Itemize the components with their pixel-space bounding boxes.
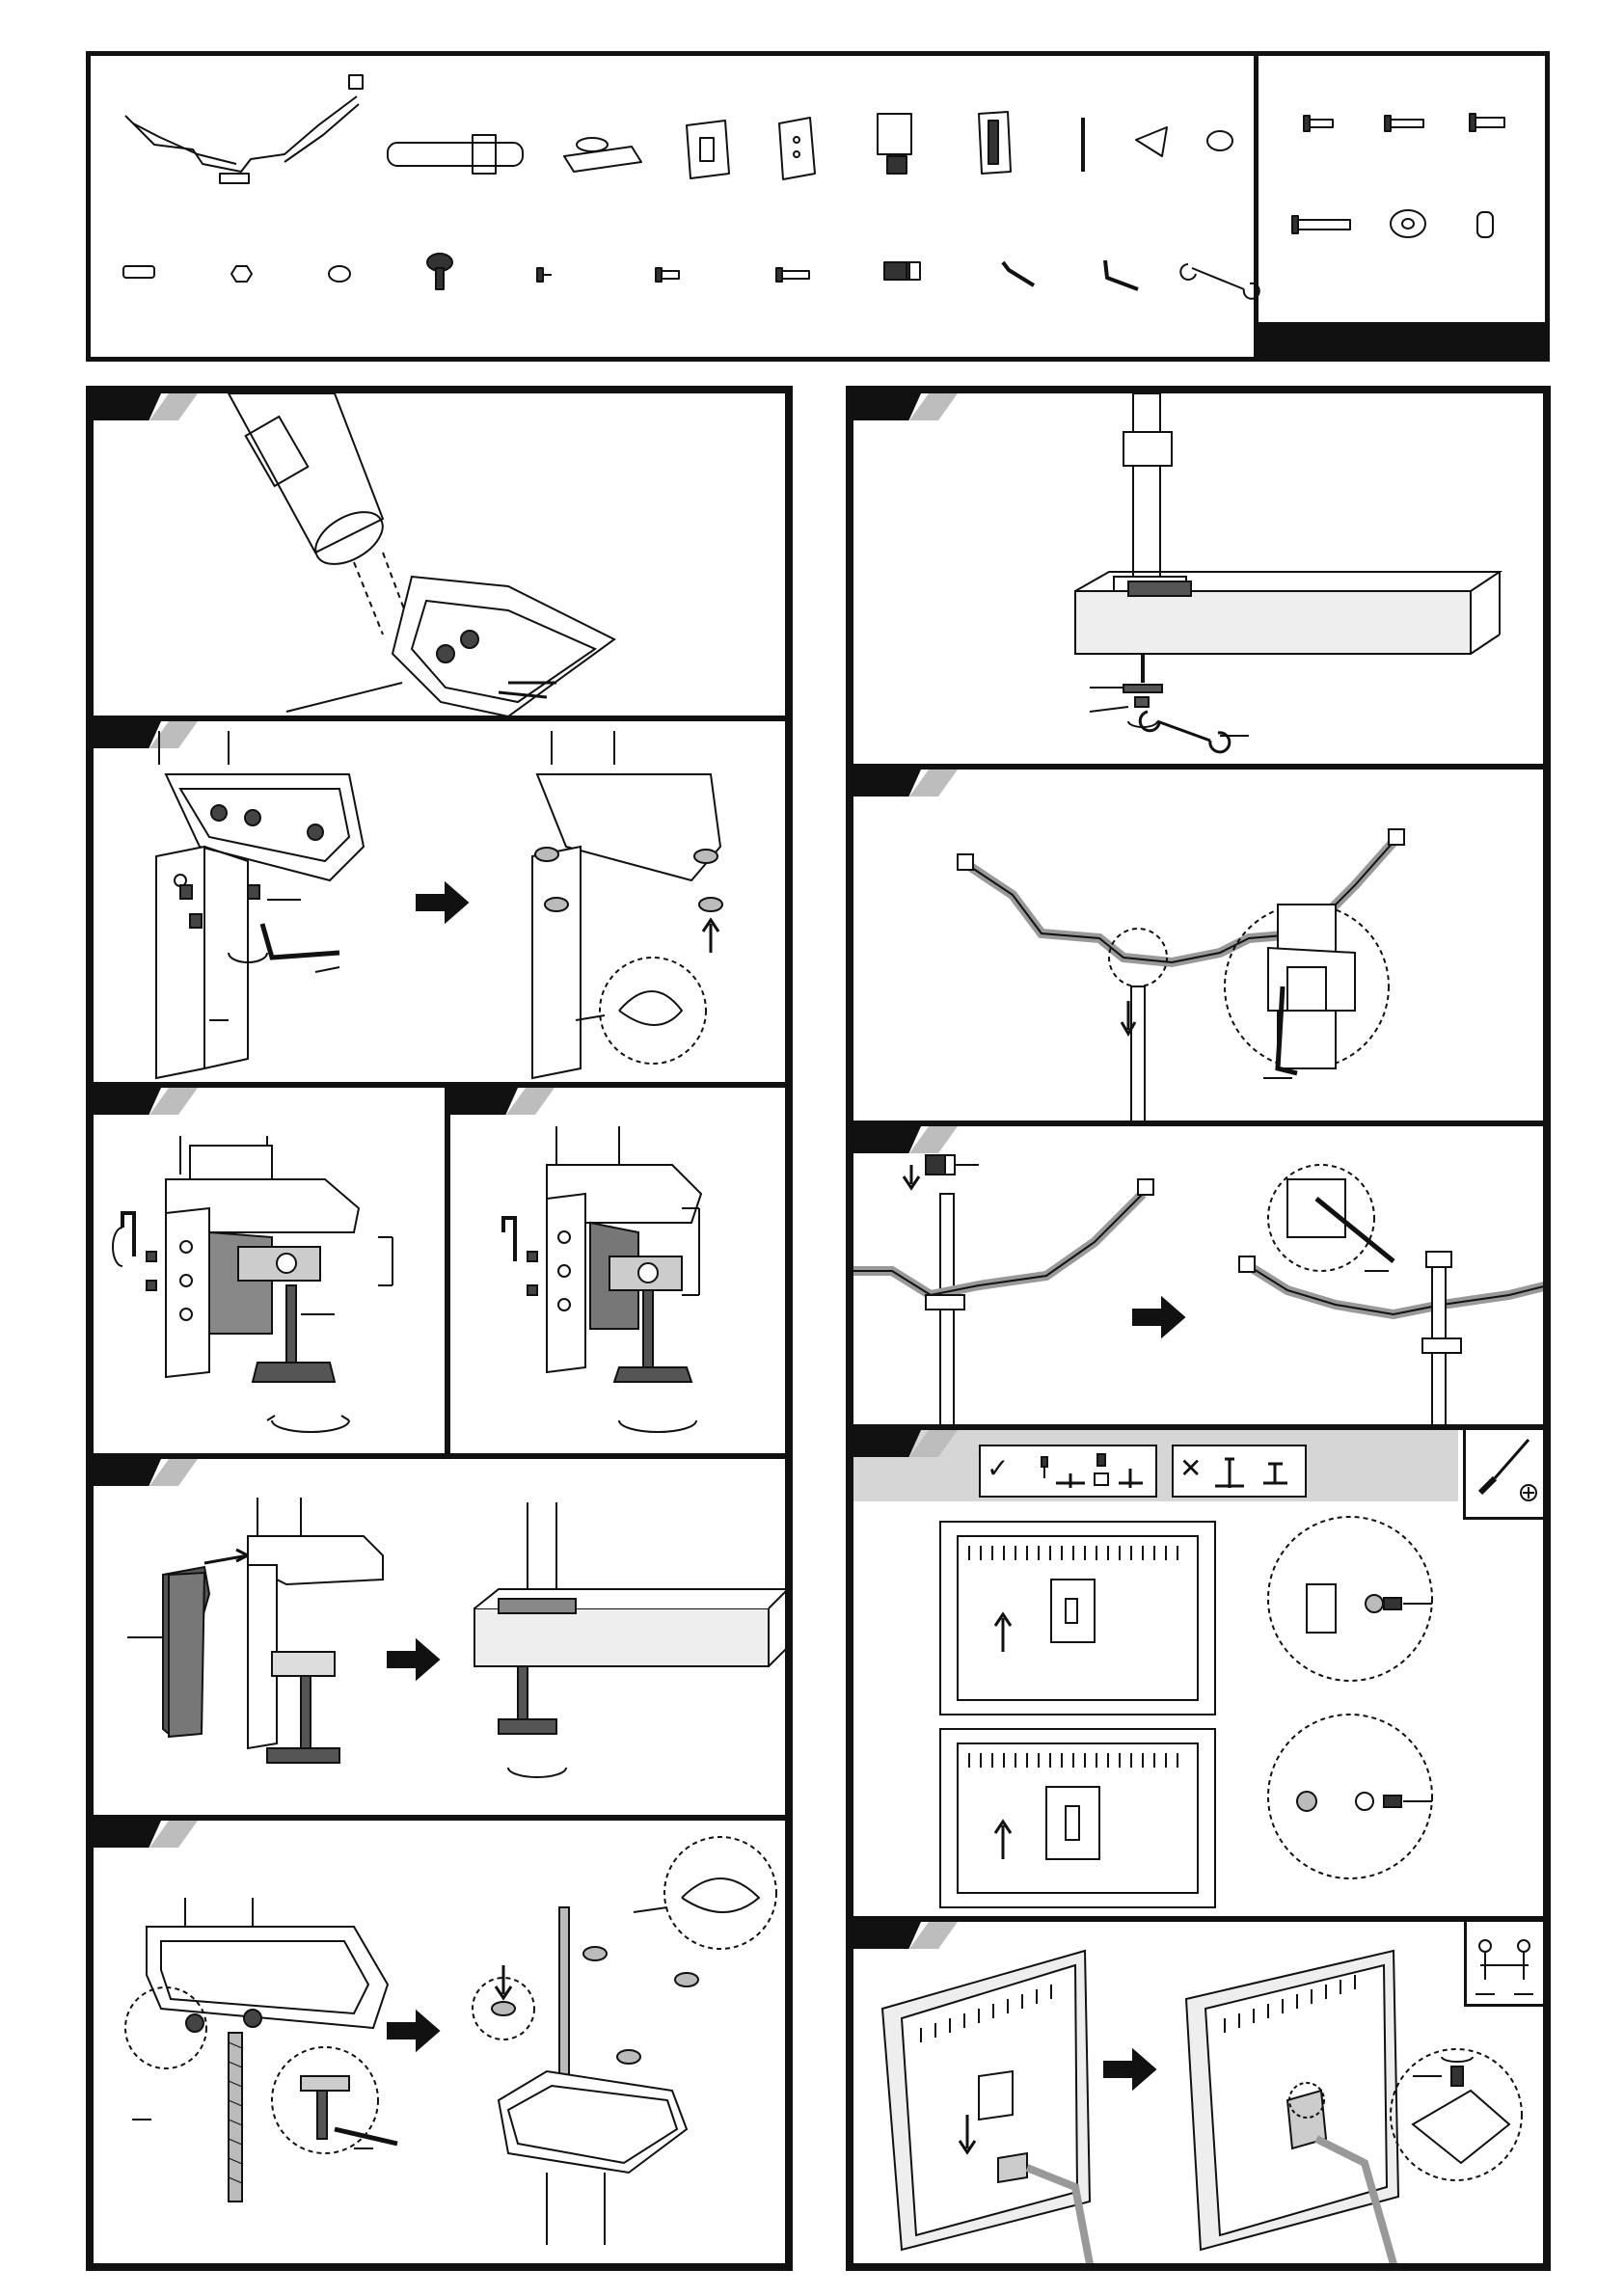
parts-list-frame: [86, 51, 1550, 362]
step-clamp-a: [91, 1085, 447, 1456]
parts-divider: [1254, 51, 1259, 362]
l-bracket-drawing: [94, 721, 788, 1085]
step-arm-lock: [851, 1123, 1546, 1427]
step-cover-and-desk: [91, 1456, 788, 1818]
cover-desk-drawing: [94, 1459, 788, 1818]
step-grommet-install: [91, 1818, 788, 2266]
vesa-drawing: [853, 1430, 1546, 1919]
arm-lock-drawing: [853, 1126, 1546, 1427]
ok-screw-icons: [1042, 1454, 1143, 1488]
step-clamp-b: [447, 1085, 788, 1456]
clamp-a-drawing: [94, 1088, 447, 1456]
clamp-b-drawing: [450, 1088, 788, 1456]
step-hang-monitor: [851, 1919, 1546, 2266]
step-vesa-mount: ✓ ✕: [851, 1427, 1546, 1919]
bad-screw-icons: [1215, 1459, 1287, 1488]
arm-onto-pole-drawing: [853, 770, 1546, 1123]
pole-base-drawing: [94, 393, 788, 718]
grommet-install-drawing: [94, 1821, 788, 2266]
hardware-footer-bar: [1254, 322, 1550, 362]
two-person-icon: [1475, 1940, 1533, 1994]
hang-monitor-drawing: [853, 1922, 1546, 2266]
grommet-desk-drawing: [853, 393, 1546, 767]
step-pole-into-base: [91, 391, 788, 718]
step-arm-onto-pole: [851, 767, 1546, 1123]
step-grommet-desk: [851, 391, 1546, 767]
step-attach-l-bracket: [91, 718, 788, 1085]
